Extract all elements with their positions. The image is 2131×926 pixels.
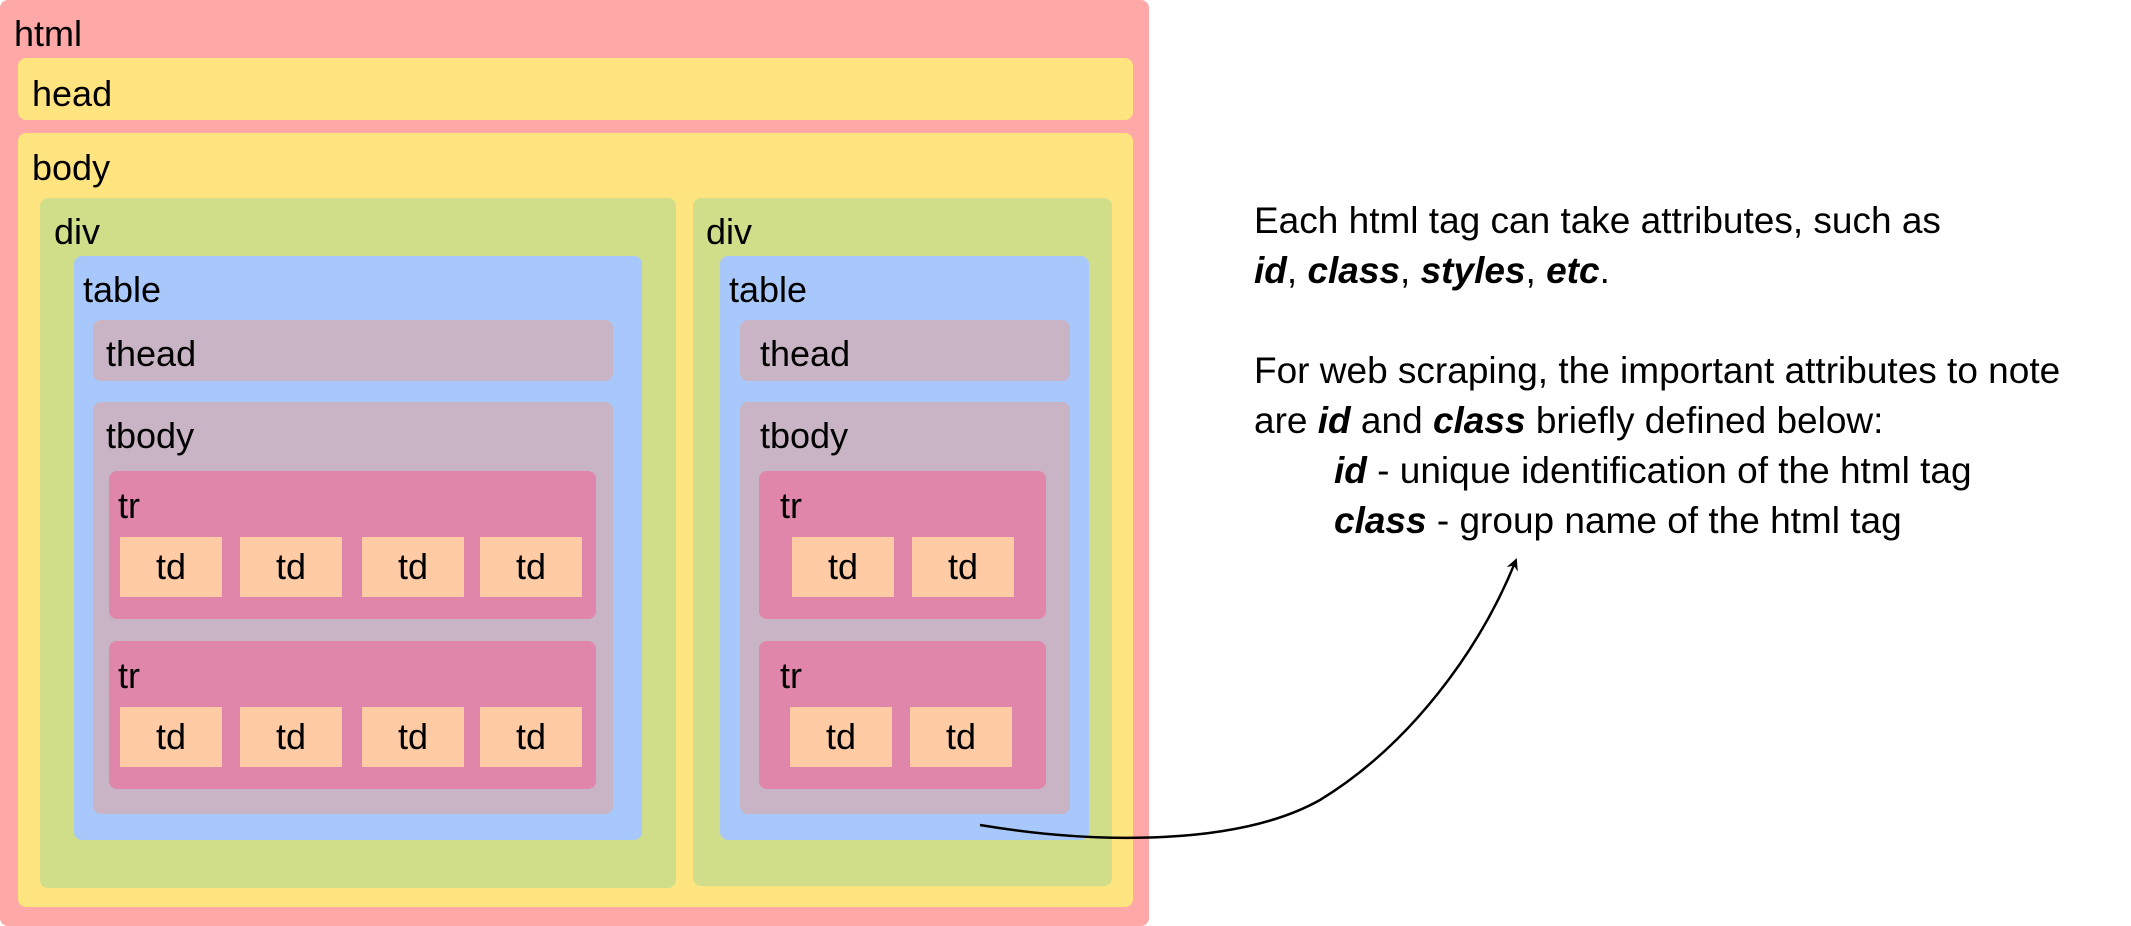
def-term: id — [1334, 450, 1367, 491]
note-line-2: id, class, styles, etc. — [1254, 252, 1610, 289]
td-cell: td — [362, 537, 464, 597]
attr-etc: etc — [1546, 250, 1600, 291]
text: briefly defined below: — [1525, 400, 1884, 441]
table-label-right: table — [729, 269, 808, 310]
td-cell: td — [480, 707, 582, 767]
tr-label-right-2: tr — [780, 655, 802, 696]
tr-label-right-1: tr — [780, 485, 802, 526]
period: . — [1599, 250, 1610, 291]
note-line-4: are id and class briefly defined below: — [1254, 402, 1883, 439]
note-line-1-text: Each html tag can take attributes, such … — [1254, 200, 1941, 241]
sep: , — [1286, 250, 1308, 291]
attr-class: class — [1432, 400, 1526, 441]
head-box — [18, 58, 1133, 120]
attr-id: id — [1317, 400, 1351, 441]
thead-box-left — [93, 320, 613, 381]
def-class: class - group name of the html tag — [1334, 502, 1902, 539]
def-desc: - group name of the html tag — [1426, 500, 1902, 541]
def-term: class — [1334, 500, 1427, 541]
text: are — [1254, 400, 1318, 441]
sep: , — [1400, 250, 1421, 291]
html-label: html — [14, 13, 83, 54]
thead-label-right: thead — [760, 333, 851, 374]
arrow-curve — [979, 558, 1518, 840]
td-cell: td — [792, 537, 894, 597]
tr-label-left-1: tr — [118, 485, 140, 526]
tr-label-left-2: tr — [118, 655, 140, 696]
def-desc: - unique identification of the html tag — [1366, 450, 1972, 491]
div-label-right: div — [706, 211, 753, 252]
def-id: id - unique identification of the html t… — [1334, 452, 1972, 489]
attr-class: class — [1307, 250, 1401, 291]
attr-id: id — [1254, 250, 1287, 291]
table-label-left: table — [83, 269, 162, 310]
td-cell: td — [120, 707, 222, 767]
head-label: head — [32, 73, 113, 114]
body-label: body — [32, 147, 111, 188]
tbody-label-right: tbody — [760, 415, 849, 456]
thead-box-right — [740, 320, 1070, 381]
thead-label-left: thead — [106, 333, 197, 374]
td-cell: td — [120, 537, 222, 597]
sep: , — [1525, 250, 1547, 291]
td-cell: td — [362, 707, 464, 767]
note-line-3-text: For web scraping, the important attribut… — [1254, 350, 2061, 391]
text: and — [1350, 400, 1433, 441]
td-cell: td — [790, 707, 892, 767]
td-cell: td — [912, 537, 1014, 597]
td-cell: td — [910, 707, 1012, 767]
td-cell: td — [240, 707, 342, 767]
tbody-label-left: tbody — [106, 415, 195, 456]
attr-styles: styles — [1420, 250, 1526, 291]
td-cell: td — [480, 537, 582, 597]
td-cell: td — [240, 537, 342, 597]
note-line-3: For web scraping, the important attribut… — [1254, 352, 2060, 389]
note-line-1: Each html tag can take attributes, such … — [1254, 202, 1941, 239]
div-label-left: div — [54, 211, 101, 252]
